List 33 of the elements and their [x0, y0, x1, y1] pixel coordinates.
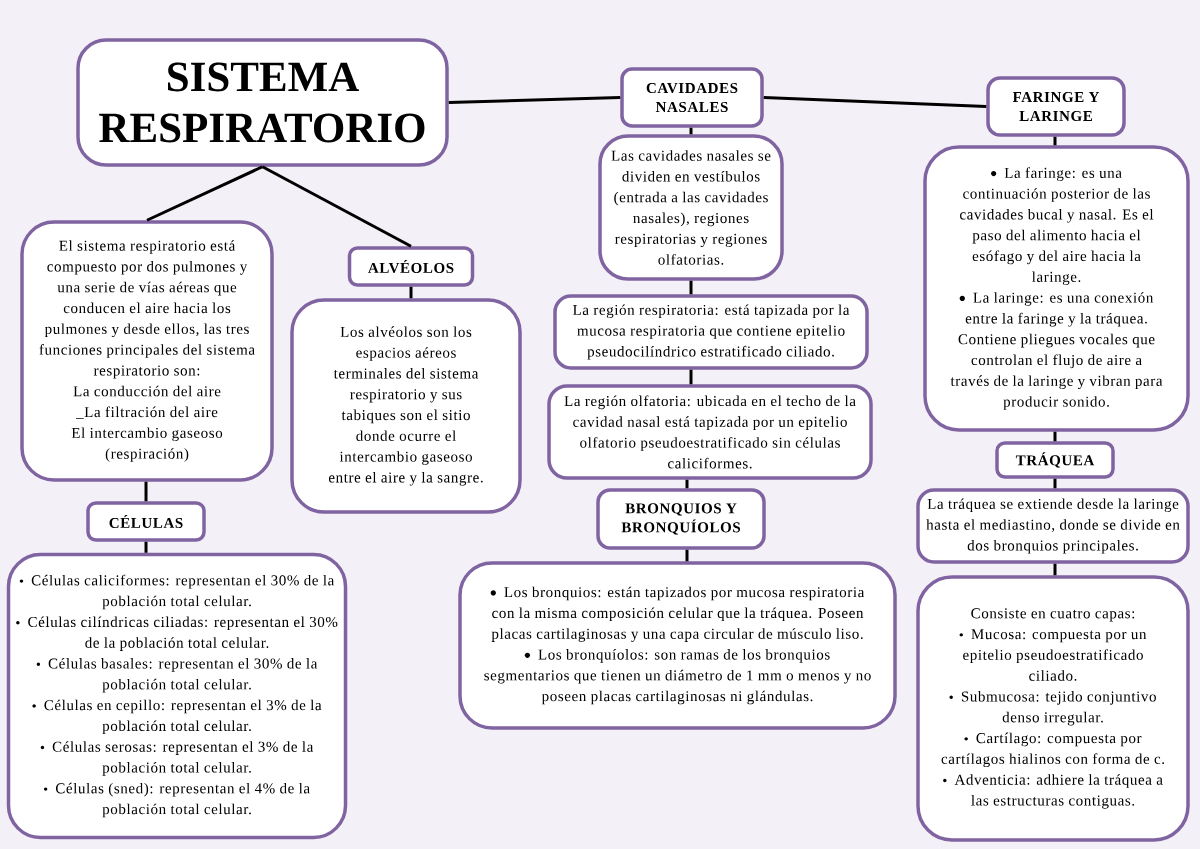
- heading-box: FARINGE Y LARINGE: [986, 76, 1126, 137]
- connector-line: [1053, 431, 1057, 442]
- title-box: SISTEMA RESPIRATORIO: [76, 38, 449, 167]
- heading-box: CÉLULAS: [86, 501, 206, 542]
- connector-line: [1053, 563, 1057, 576]
- text-box: Los bronquios: están tapizados por mucosa respiratoria con la misma composición celular que la tráquea. Poseen placas cartilaginosas y una capa circular de músculo liso. Los bronquíolos: son ramas de los bronquios segmentarios que tienen un diámetro de 1 mm o menos y no poseen placas cartilaginosas ni glándulas.: [458, 561, 897, 730]
- text-box: Células caliciformes: representan el 30% de la población total celular. Células cilíndricas ciliadas: representan el 30% de la población total celular. Células basales: representan el 30% de la población total celular. Células en cepillo: representan el 3% de la población total celular. Células serosas: representan el 3% de la población total celular. Células (sned): representan el 4% de la población total celular.: [6, 552, 348, 840]
- connector-line: [409, 286, 413, 299]
- heading-box: TRÁQUEA: [995, 441, 1115, 479]
- connector-line: [689, 127, 693, 135]
- text-box: Los alvéolos son los espacios aéreos terminales del sistema respiratorio y sus tabiques son el sitio donde ocurre el intercambio gaseoso entre el aire y la sangre.: [290, 298, 522, 514]
- connector-line: [261, 165, 412, 248]
- connector-line: [448, 96, 621, 104]
- connector-line: [1053, 136, 1057, 146]
- connector-line: [689, 280, 693, 295]
- heading-box: BRONQUIOS Y BRONQUÍOLOS: [596, 488, 766, 550]
- connector-line: [144, 481, 148, 502]
- connector-line: [144, 541, 148, 553]
- text-box: La región olfatoria: ubicada en el techo de la cavidad nasal está tapizada por un epitelio olfatorio pseudoestratificado sin células caliciformes.: [547, 384, 873, 480]
- heading-box: ALVÉOLOS: [347, 246, 475, 287]
- text-box: La región respiratoria: está tapizada por la mucosa respiratoria que contiene epitelio pseudocilíndrico estratificado ciliado.: [553, 294, 869, 370]
- heading-box: CAVIDADES NASALES: [620, 67, 764, 128]
- connector-line: [146, 165, 264, 222]
- connector-line: [685, 479, 689, 489]
- connector-line: [689, 369, 693, 385]
- text-box: La tráquea se extiende desde la laringe hasta el mediastino, donde se divide en dos bronquios principales.: [916, 488, 1190, 564]
- connector-line: [1053, 478, 1057, 489]
- text-box: Consiste en cuatro capas: Mucosa: compuesta por un epitelio pseudoestratificado ciliado. Submucosa: tejido conjuntivo denso irregular. Cartílago: compuesta por cartílagos hialinos con forma de c. Adventicia: adhiere la tráquea a las estructuras contiguas.: [916, 575, 1190, 842]
- connector-line: [763, 96, 987, 108]
- text-box: Las cavidades nasales se dividen en vestíbulos (entrada a las cavidades nasales), regiones respiratorias y regiones olfatorias.: [598, 134, 784, 281]
- text-box: El sistema respiratorio está compuesto por dos pulmones y una serie de vías aéreas que conducen el aire hacia los pulmones y desde ellos, las tres funciones principales del sistema respiratorio son: La conducción del aire _La filtración del aire El intercambio gaseoso (respiración): [20, 220, 274, 482]
- connector-line: [685, 549, 689, 562]
- text-box: La faringe: es una continuación posterior de las cavidades bucal y nasal. Es el paso del alimento hacia el esófago y del aire hacia la laringe. La laringe: es una conexión entre la faringe y la tráquea. Contiene pliegues vocales que controlan el flujo de aire a través de la laringe y vibran para producir sonido.: [923, 145, 1190, 432]
